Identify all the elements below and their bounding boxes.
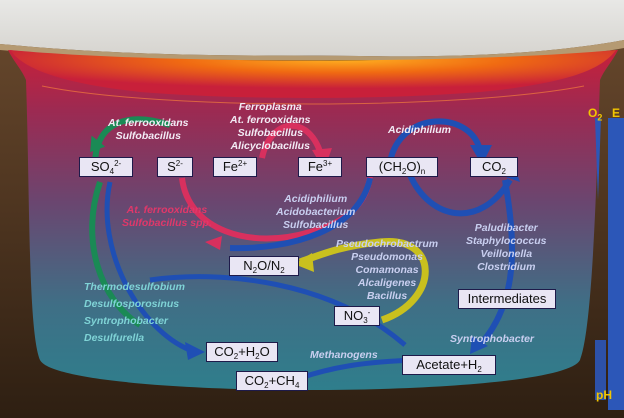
org-sulfobacillus: Sulfobacillus — [115, 130, 181, 142]
node-ferrous-text: Fe — [222, 159, 239, 174]
node-organic-text: (CH — [378, 159, 402, 174]
label-acidiphilium-top: Acidiphilium — [388, 124, 451, 137]
org-methanogens: Methanogens — [310, 349, 378, 361]
node-nitrous-oxide: N2O/N2 — [229, 256, 299, 276]
node-co2-text: CO — [482, 159, 502, 174]
node-n2o-text2: O/N — [257, 258, 281, 273]
node-co2: CO2 — [470, 157, 518, 177]
node-sulfate-sub: 4 — [109, 167, 115, 176]
node-co2-h2o: CO2+H2O — [206, 342, 278, 362]
label-sulfate-reducers: Thermodesulfobium Desulfosporosinus Synt… — [84, 279, 185, 347]
label-fe-oxidizers: Ferroplasma At. ferrooxidans Sulfobacill… — [230, 101, 311, 153]
node-sulfide-sup: 2- — [175, 159, 183, 168]
org-acidobacterium: Acidobacterium — [276, 206, 356, 218]
node-co2ch4-s1: 2 — [264, 381, 269, 390]
node-ferrous-sup: 2+ — [238, 159, 248, 168]
node-nitrate-sub: 3 — [363, 316, 368, 325]
org-alcaligenes: Alcaligenes — [357, 277, 417, 289]
org-desulfosporosinus: Desulfosporosinus — [84, 298, 180, 310]
org-bacillus: Bacillus — [366, 290, 408, 302]
label-so4-oxidizers: At. ferrooxidans Sulfobacillus — [108, 117, 189, 143]
org-sulfobacillus-2: Sulfobacillus — [237, 127, 303, 139]
org-at-ferrooxidans-2: At. ferrooxidans — [230, 114, 311, 126]
node-organic-sub: 2 — [401, 167, 407, 176]
node-co2ch4-t1: CO — [244, 373, 265, 388]
node-ferric: Fe3+ — [298, 157, 342, 177]
node-organic-sub2: n — [420, 167, 426, 176]
node-ferric-sup: 3+ — [323, 159, 333, 168]
node-organic-matter: (CH2O)n — [366, 157, 438, 177]
org-comamonas: Comamonas — [355, 264, 419, 276]
label-denitrifiers: Pseudochrobactrum Pseudomonas Comamonas … — [336, 238, 438, 303]
o2-text: O — [588, 106, 598, 120]
node-co2h2o-t1: CO — [214, 344, 234, 359]
org-staphylococcus: Staphylococcus — [466, 235, 547, 247]
node-n2o-sub2: 2 — [280, 266, 285, 275]
label-methanogens: Methanogens — [310, 349, 378, 362]
org-acidiphilium: Acidiphilium — [388, 124, 451, 136]
org-paludibacter: Paludibacter — [474, 222, 538, 234]
org-ferroplasma: Ferroplasma — [238, 101, 302, 113]
org-clostridium: Clostridium — [477, 261, 536, 273]
org-at-ferrooxidans-3: At. ferrooxidans — [126, 204, 208, 216]
node-sulfate-sup: 2- — [114, 159, 122, 168]
node-co2h2o-s1: 2 — [233, 352, 239, 361]
org-syntrophobacter: Syntrophobacter — [84, 315, 169, 327]
org-sulfobacillus-3: Sulfobacillus — [283, 219, 349, 231]
node-co2-ch4: CO2+CH4 — [236, 371, 308, 391]
node-acetate: Acetate+H2 — [402, 355, 496, 375]
node-nitrate: NO3- — [334, 306, 380, 326]
label-syntroph: Syntrophobacter — [450, 333, 534, 346]
node-co2h2o-s2: 2 — [255, 352, 260, 361]
ph-axis-label: pH — [596, 388, 612, 402]
node-sulfate-text: SO — [90, 159, 110, 174]
node-intermediates: Intermediates — [458, 289, 556, 309]
org-acidiphilium-2: Acidiphilium — [284, 193, 348, 205]
node-acetate-sub: 2 — [477, 365, 482, 374]
node-sulfide-text: S — [167, 159, 176, 174]
o2-axis-label: O2 — [588, 106, 602, 122]
org-alicyclobacillus: Alicyclobacillus — [230, 140, 310, 152]
org-desulfurella: Desulfurella — [84, 332, 145, 344]
o2-sub: 2 — [597, 112, 603, 123]
org-thermodesulfobium: Thermodesulfobium — [84, 281, 185, 293]
node-co2h2o-t2: +H — [238, 344, 256, 359]
label-fe3-reducers: Acidiphilium Acidobacterium Sulfobacillu… — [276, 193, 355, 232]
node-co2-sub: 2 — [501, 167, 506, 176]
node-ferrous: Fe2+ — [213, 157, 257, 177]
org-veillonella: Veillonella — [480, 248, 533, 260]
node-n2o-sub: 2 — [252, 266, 258, 275]
org-at-ferrooxidans: At. ferrooxidans — [108, 117, 189, 129]
label-fe-reducers: At. ferrooxidans Sulfobacillus spp. — [122, 204, 212, 230]
node-nitrate-text: NO — [343, 308, 364, 323]
node-sulfide: S2- — [157, 157, 193, 177]
e-axis-label: E — [612, 106, 621, 120]
node-ferric-text: Fe — [307, 159, 324, 174]
node-acetate-text: Acetate+H — [416, 357, 478, 372]
org-pseudochrobactrum: Pseudochrobactrum — [336, 238, 439, 250]
node-n2o-text: N — [243, 258, 253, 273]
node-co2h2o-t3: O — [259, 344, 270, 359]
org-syntrophobacter-2: Syntrophobacter — [450, 333, 535, 345]
node-co2ch4-s2: 4 — [294, 381, 300, 390]
node-organic-text2: O) — [406, 159, 421, 174]
node-co2ch4-t2: +CH — [268, 373, 295, 388]
node-sulfate: SO42- — [79, 157, 133, 177]
label-fermenters: Paludibacter Staphylococcus Veillonella … — [466, 222, 547, 274]
org-pseudomonas: Pseudomonas — [351, 251, 423, 263]
org-sulfobacillus-spp: Sulfobacillus spp. — [122, 217, 212, 229]
node-nitrate-sup: - — [367, 308, 371, 317]
